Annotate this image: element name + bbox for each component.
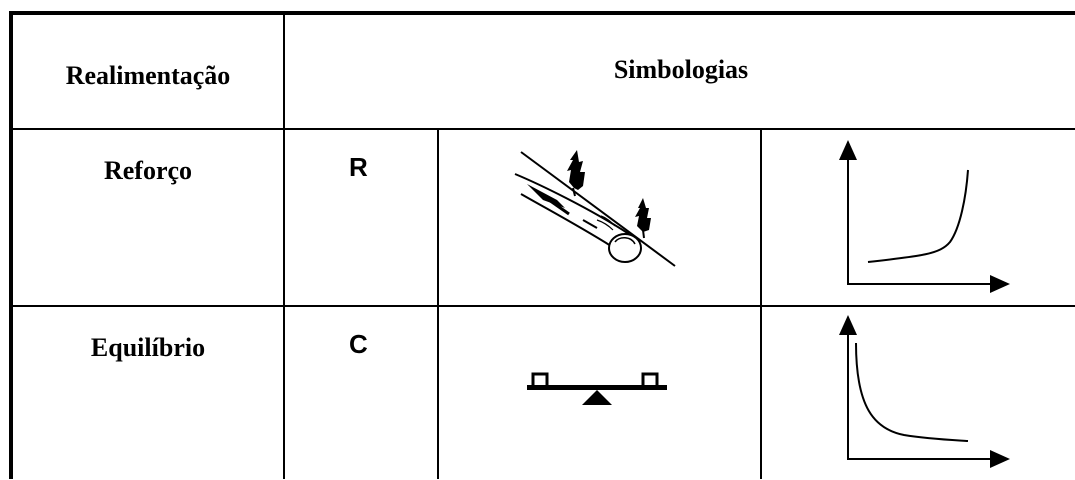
- snowball-rolling-downhill-icon: [514, 150, 676, 267]
- table-row: Reforço R: [9, 128, 1075, 307]
- row-image-cell: [437, 128, 762, 307]
- table-row: Equilíbrio C: [9, 305, 1075, 479]
- row-label-equilibrio: Equilíbrio: [90, 333, 206, 362]
- row-letter-cell: R: [283, 128, 439, 307]
- row-graph-cell: [759, 305, 1075, 479]
- header-col2-text: Simbologias: [613, 55, 749, 84]
- row-image-cell: [437, 305, 762, 479]
- row-letter-c: C: [349, 329, 368, 359]
- row-graph-cell: [759, 128, 1075, 307]
- row-letter-r: R: [349, 152, 368, 182]
- header-realimentacao: Realimentação: [9, 11, 285, 130]
- row-label-reforco: Reforço: [103, 156, 193, 185]
- feedback-symbols-table: Realimentação Simbologias Reforço R: [9, 11, 1075, 479]
- row-label-cell: Equilíbrio: [9, 305, 285, 479]
- row-label-cell: Reforço: [9, 128, 285, 307]
- decay-to-equilibrium-graph-icon: [839, 315, 1010, 468]
- row-letter-cell: C: [283, 305, 439, 479]
- exponential-growth-graph-icon: [839, 140, 1010, 293]
- seesaw-balance-icon: [527, 372, 667, 405]
- header-col1-text: Realimentação: [65, 61, 231, 90]
- header-simbologias: Simbologias: [282, 11, 1075, 130]
